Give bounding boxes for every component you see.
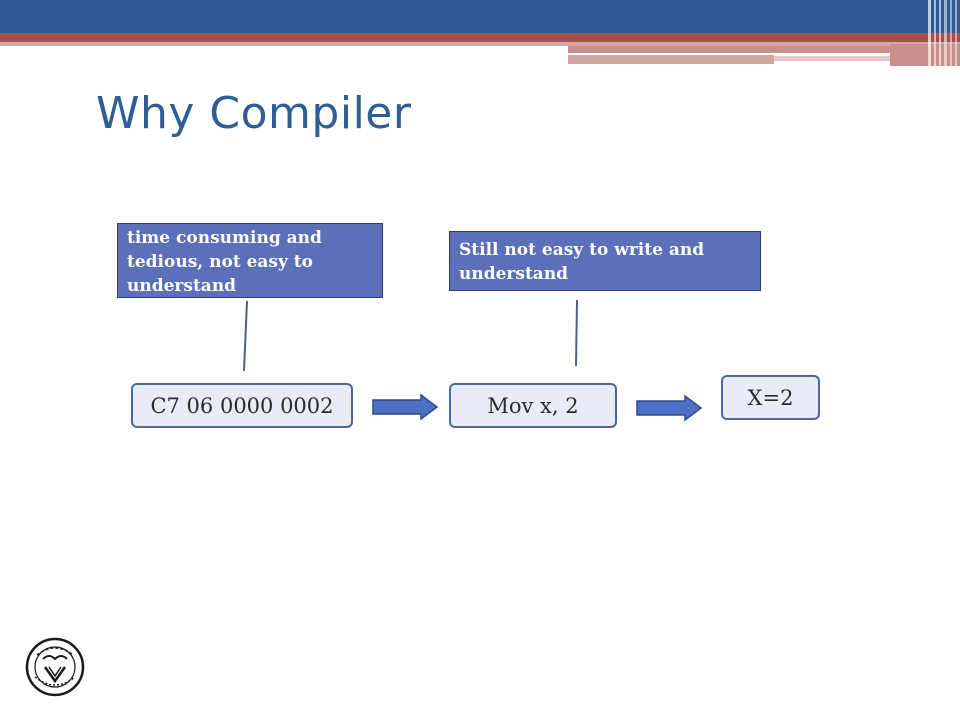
slide-title: Why Compiler	[96, 88, 412, 139]
header-decoration	[0, 0, 960, 66]
stage-assembly: Mov x, 2	[449, 383, 617, 428]
callout-machine-code: time consuming and tedious, not easy to …	[117, 223, 383, 298]
university-seal-icon	[25, 637, 85, 697]
stage-high-level: X=2	[721, 375, 820, 420]
callout-assembly: Still not easy to write and understand	[449, 231, 761, 291]
connector-line-1	[243, 300, 248, 372]
stage-machine-code: C7 06 0000 0002	[131, 383, 353, 428]
connector-line-2	[575, 299, 578, 367]
arrow-right-icon	[636, 394, 703, 422]
arrow-right-icon	[372, 393, 439, 421]
